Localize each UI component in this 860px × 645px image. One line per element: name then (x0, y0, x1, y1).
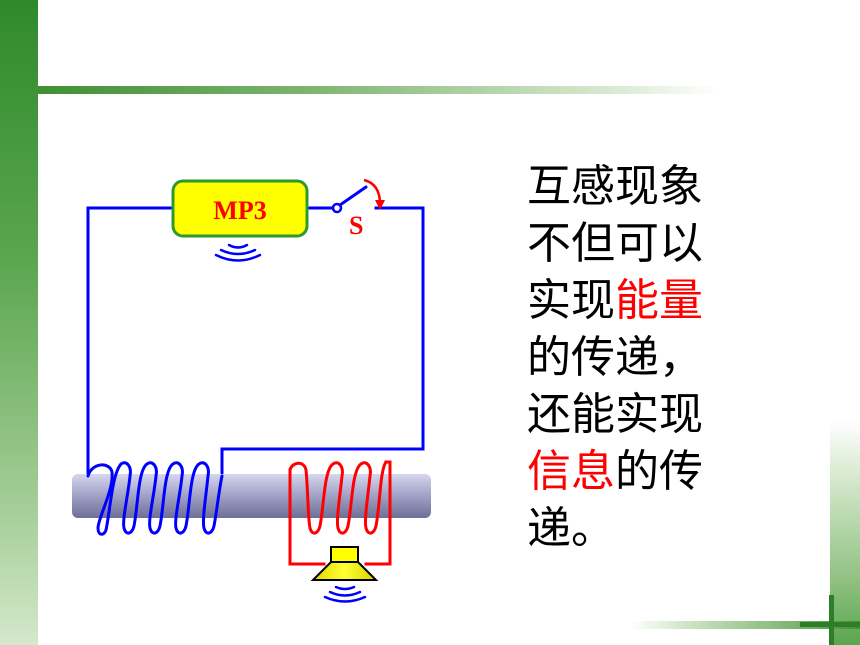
desc-line-3: 实现能量 (527, 272, 727, 329)
primary-circuit-wires (86, 206, 425, 478)
mp3-label: MP3 (213, 196, 266, 225)
desc-highlight-information: 信息 (527, 446, 615, 497)
description-text: 互感现象 不但可以 实现能量 的传递， 还能实现 信息的传 递。 (527, 158, 727, 557)
desc-line-6-plain: 的传 (615, 446, 703, 497)
desc-line-3-plain: 实现 (527, 275, 615, 326)
speaker-icon (310, 546, 379, 581)
primary-coil (86, 461, 224, 536)
right-decor-bar (830, 420, 860, 645)
switch-icon[interactable] (331, 178, 385, 214)
desc-highlight-energy: 能量 (615, 275, 703, 326)
desc-line-5: 还能实现 (527, 389, 703, 440)
desc-line-1: 互感现象 (527, 161, 703, 212)
left-decor-bar (0, 0, 38, 645)
desc-line-4: 的传递， (527, 332, 703, 383)
corner-cross-horizontal (800, 622, 860, 627)
mp3-player[interactable]: MP3 (171, 179, 309, 238)
corner-cross-vertical (829, 595, 834, 645)
desc-line-6: 信息的传 (527, 443, 727, 500)
bottom-divider (630, 621, 860, 629)
sound-waves-icon (214, 243, 262, 262)
secondary-coil (288, 460, 388, 535)
speaker-sound-waves-icon (323, 585, 367, 603)
desc-line-2: 不但可以 (527, 218, 703, 269)
top-divider (38, 86, 718, 94)
desc-line-7: 递。 (527, 503, 615, 554)
switch-label: S (349, 211, 363, 240)
secondary-circuit-wires (288, 460, 392, 566)
